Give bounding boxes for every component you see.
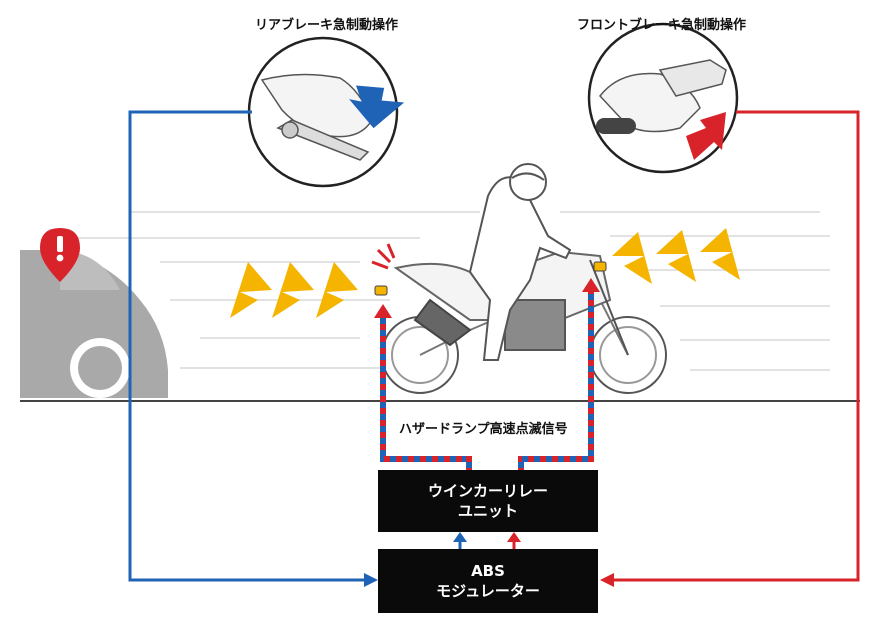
abs-modulator-line1: ABS (471, 562, 505, 580)
rear-path-arrowhead (364, 573, 378, 587)
rear-brake-inset (247, 36, 399, 188)
relay-unit-line1: ウインカーリレー (427, 482, 548, 500)
hazard-arrowhead-front (582, 278, 600, 292)
rider (468, 163, 572, 361)
flash-chevron-icon (230, 228, 740, 318)
abs-to-relay-arrows (453, 532, 521, 549)
warning-pin-icon (40, 228, 80, 282)
front-signal-lamp (593, 261, 607, 272)
rear-signal-lamp (374, 285, 388, 296)
abs-modulator-box: ABS モジュレーター (378, 549, 598, 613)
relay-unit-box: ウインカーリレー ユニット (378, 470, 598, 532)
rear-brake-label: リアブレーキ急制動操作 (255, 18, 399, 33)
relay-unit-line2: ユニット (457, 502, 518, 520)
car (20, 250, 168, 398)
abs-modulator-line2: モジュレーター (436, 582, 540, 600)
small-flash-mark (371, 243, 396, 270)
front-brake-signal-path (612, 110, 860, 582)
up-arrow-icon (686, 112, 726, 160)
rear-brake-signal-path (128, 110, 366, 582)
front-path-arrowhead (600, 573, 614, 587)
hazard-arrowhead-rear (374, 304, 392, 318)
hazard-signal-path (380, 292, 594, 470)
front-brake-inset (587, 22, 739, 174)
hazard-signal-label: ハザードランプ高速点滅信号 (399, 422, 568, 437)
down-arrow-icon (349, 85, 405, 129)
front-brake-label: フロントブレーキ急制動操作 (577, 18, 747, 33)
